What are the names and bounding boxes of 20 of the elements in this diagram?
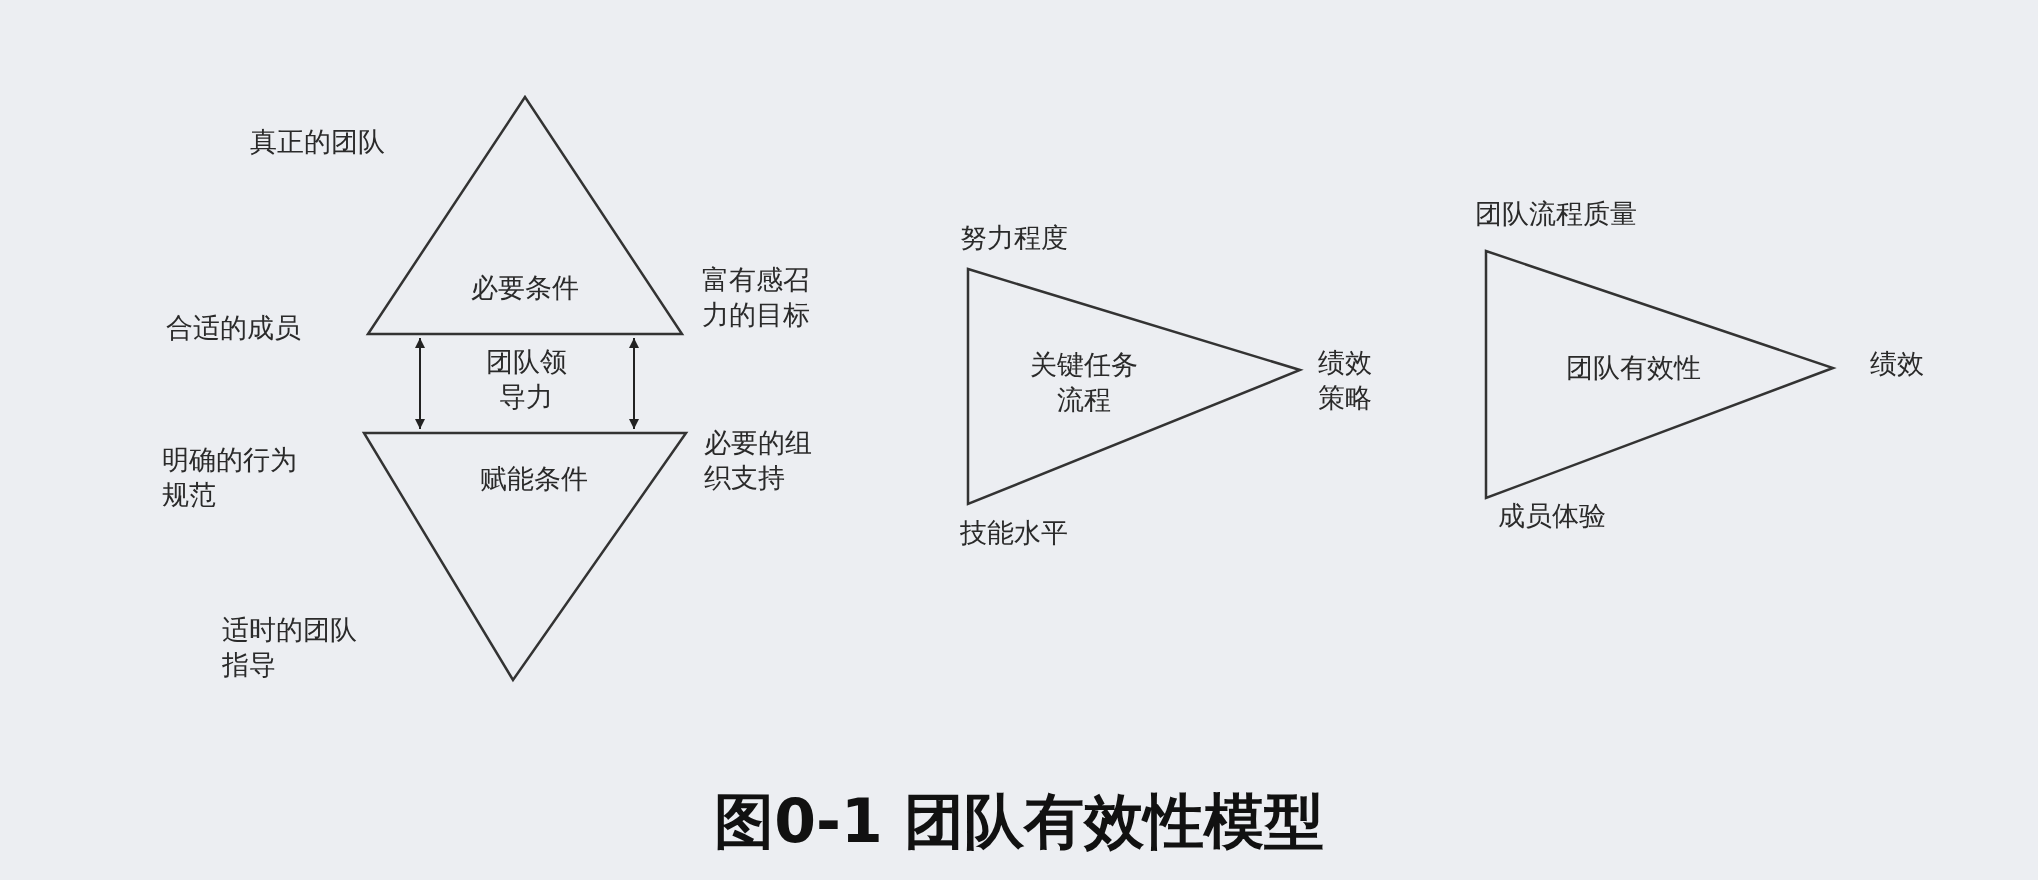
corner-label: 适时的团队指导 [222,613,358,683]
corner-label: 绩效策略 [1318,346,1373,416]
corner-label: 真正的团队 [250,125,386,159]
corner-label: 团队流程质量 [1475,197,1638,231]
corner-label: 富有感召力的目标 [702,263,811,333]
corner-label: 明确的行为规范 [162,443,298,513]
triangle-label: 团队有效性 [1564,351,1702,385]
double-arrow [629,337,639,430]
center-label: 团队领导力 [484,345,568,415]
double-arrow [415,337,425,430]
triangle-label: 必要条件 [470,271,580,305]
corner-label: 合适的成员 [166,311,302,345]
corner-label: 努力程度 [960,221,1069,255]
corner-label: 必要的组织支持 [704,426,813,496]
corner-label: 技能水平 [960,516,1069,550]
corner-label: 成员体验 [1498,499,1607,533]
triangle-label: 关键任务流程 [1029,348,1139,418]
triangle-label: 赋能条件 [479,462,589,496]
figure-caption: 图0-1 团队有效性模型 [713,785,1325,858]
corner-label: 绩效 [1870,347,1925,381]
